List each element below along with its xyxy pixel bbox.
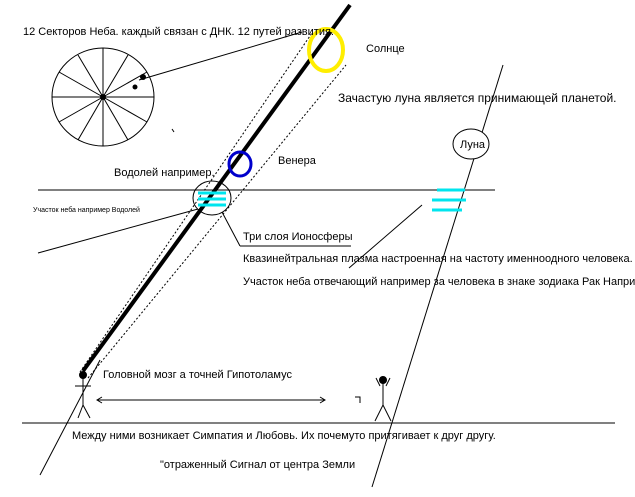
beam-guide-left bbox=[79, 32, 313, 373]
moon-icon bbox=[452, 128, 490, 160]
aquarius-sky-circle bbox=[192, 180, 232, 216]
moon-note-label: Зачастую луна является принимающей плане… bbox=[338, 91, 616, 105]
sky-area-label: Участок неба например Водолей bbox=[33, 206, 140, 214]
ionosphere-layers-right bbox=[432, 188, 466, 212]
sun-label: Солнце bbox=[366, 43, 405, 55]
main-beam bbox=[81, 3, 352, 373]
sky-area-pointer-line bbox=[37, 208, 199, 254]
sky-cancer-label: Участок неба отвечающий например за чело… bbox=[243, 276, 635, 288]
venus-label: Венера bbox=[278, 155, 317, 167]
plasma-pointer-line bbox=[348, 204, 423, 269]
corner-mark bbox=[355, 396, 361, 403]
right-person-figure bbox=[374, 376, 392, 422]
brain-label: Головной мозг а точней Гипотоламус bbox=[103, 369, 292, 381]
ionosphere-pointer-line bbox=[221, 211, 241, 247]
moon-label: Луна bbox=[460, 139, 486, 151]
venus-icon bbox=[227, 150, 253, 178]
zodiac-wheel bbox=[51, 47, 155, 147]
ionosphere-layers-left bbox=[198, 191, 226, 207]
plasma-label: Квазинейтральная плазма настроенная на ч… bbox=[243, 253, 633, 265]
wheel-pointer-line bbox=[138, 31, 303, 81]
ionosphere-label: Три слоя Ионосферы bbox=[243, 231, 353, 243]
sun-icon bbox=[307, 27, 345, 73]
earth-signal-label: "отраженный Сигнал от центра Земли bbox=[160, 459, 355, 471]
aquarius-label: Водолей например. bbox=[114, 167, 215, 179]
left-person-figure bbox=[75, 371, 91, 419]
attraction-arrow bbox=[96, 396, 326, 404]
sympathy-label: Между ними возникает Симпатия и Любовь. … bbox=[72, 430, 496, 442]
tick-mark bbox=[171, 128, 175, 133]
sectors-label: 12 Секторов Неба. каждый связан с ДНК. 1… bbox=[23, 26, 334, 38]
left-figure-ray bbox=[39, 359, 101, 476]
